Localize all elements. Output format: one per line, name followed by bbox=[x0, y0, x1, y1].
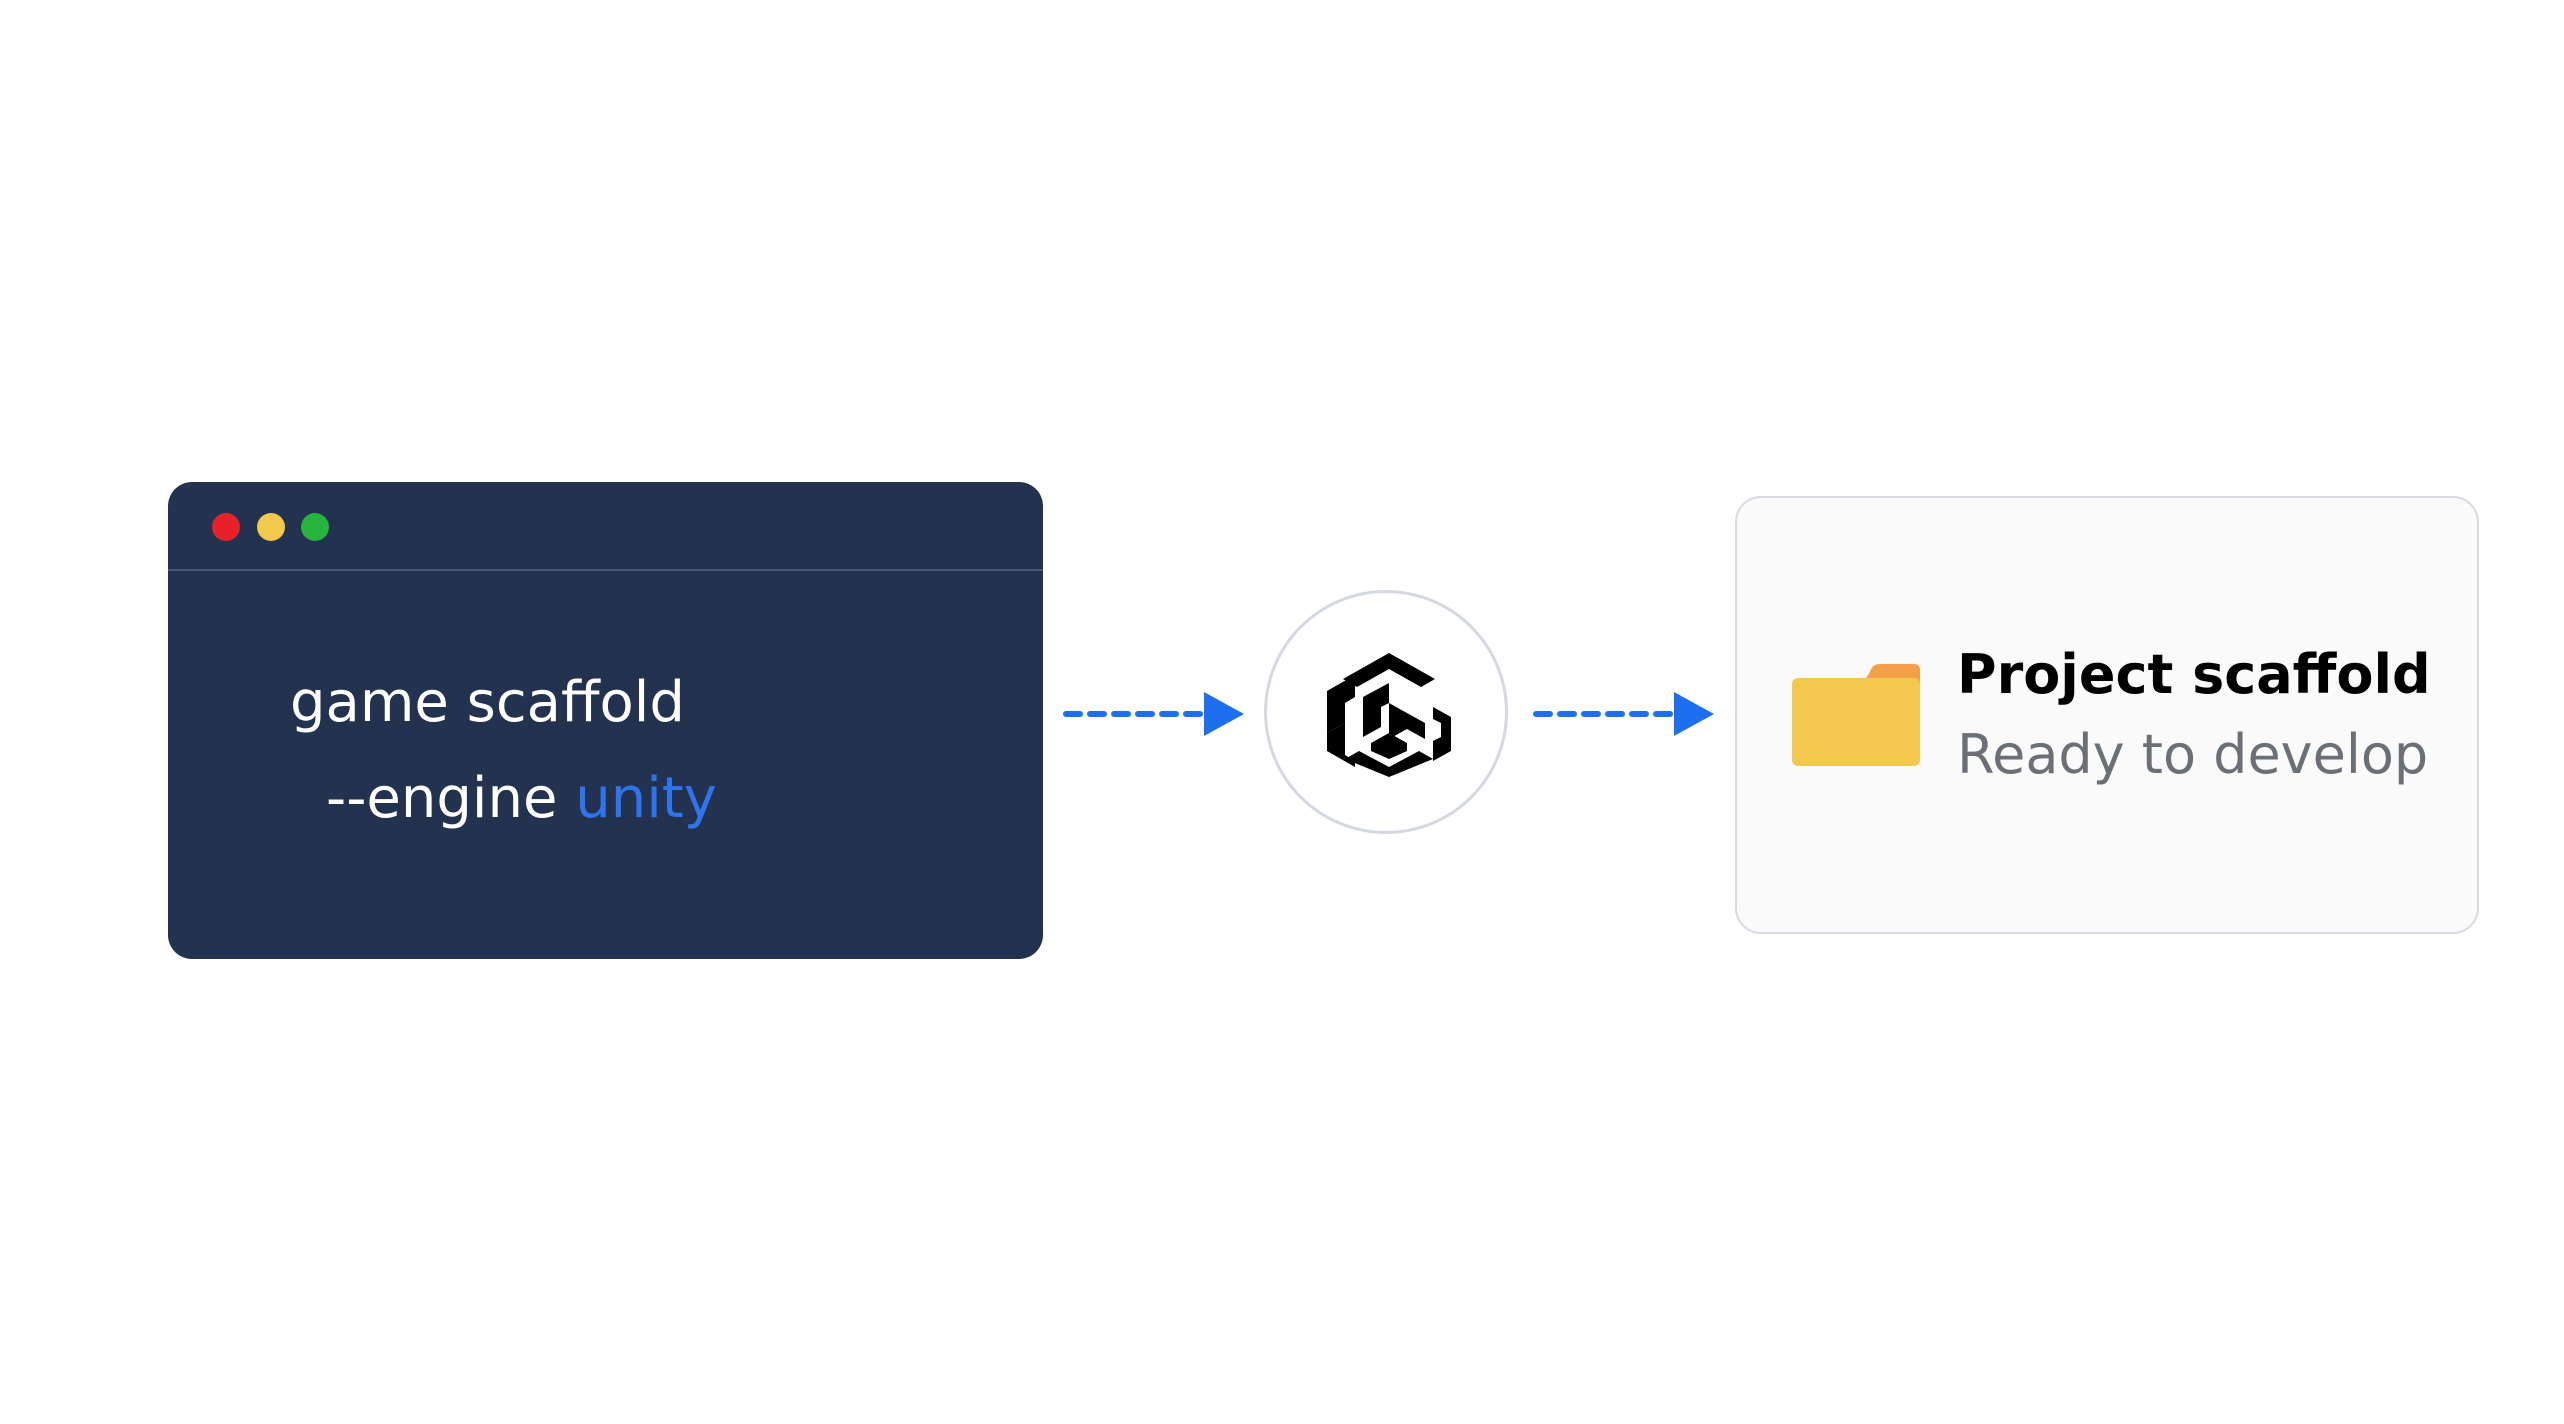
command-flag-value: unity bbox=[575, 766, 717, 831]
folder-icon bbox=[1792, 664, 1920, 766]
engine-logo-icon bbox=[1327, 653, 1451, 777]
arrow-right-icon bbox=[1063, 692, 1244, 736]
command-flag: --engine bbox=[326, 766, 576, 831]
arrow-right-icon bbox=[1533, 692, 1714, 736]
maximize-dot-icon bbox=[301, 513, 329, 541]
terminal-titlebar bbox=[168, 482, 1043, 571]
result-title: Project scaffold bbox=[1957, 643, 2431, 706]
close-dot-icon bbox=[212, 513, 240, 541]
terminal-command-line-2: --engine unity bbox=[326, 764, 717, 834]
terminal-prompt: > bbox=[40, 681, 82, 739]
result-card: Project scaffold Ready to develop bbox=[1735, 496, 2479, 934]
result-subtitle: Ready to develop bbox=[1957, 723, 2429, 786]
terminal-window bbox=[168, 482, 1043, 959]
terminal-command-line-1: game scaffold bbox=[290, 670, 685, 735]
minimize-dot-icon bbox=[257, 513, 285, 541]
engine-logo-badge bbox=[1264, 590, 1508, 834]
